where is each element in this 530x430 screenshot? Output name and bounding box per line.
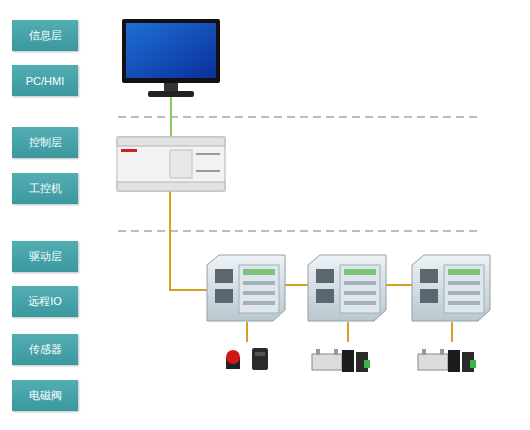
- module-body: [308, 255, 386, 321]
- valve-led: [470, 360, 476, 368]
- bus-wire: [386, 284, 412, 286]
- valve-port: [440, 349, 444, 355]
- plc-terminal: [117, 182, 225, 191]
- valve-coil: [448, 350, 460, 372]
- push-button-icon: [226, 350, 240, 369]
- io-wire: [451, 322, 453, 342]
- io-module: [207, 255, 285, 321]
- io-module: [308, 255, 386, 321]
- bus-wire: [284, 284, 308, 286]
- plc-icon: [117, 137, 225, 191]
- module-port: [420, 289, 438, 303]
- layer-label-box: PC/HMI: [12, 65, 78, 96]
- monitor-neck: [164, 83, 178, 91]
- module-terminals: [444, 265, 484, 313]
- plc-label: [196, 153, 220, 155]
- module-row: [448, 291, 480, 295]
- plc-label: [196, 170, 220, 172]
- valve-body: [312, 354, 342, 370]
- module-body: [207, 255, 285, 321]
- module-row: [243, 281, 275, 285]
- solenoid-valve-icon: [312, 349, 370, 372]
- module-led: [344, 269, 376, 275]
- valve-coil: [342, 350, 354, 372]
- valve-port: [334, 349, 338, 355]
- layer-label-box: 信息层: [12, 20, 78, 51]
- module-body: [412, 255, 490, 321]
- layer-label: 工控机: [29, 181, 62, 196]
- sensor-face: [255, 352, 265, 356]
- module-row: [344, 281, 376, 285]
- valve-port: [422, 349, 426, 355]
- bus-wire: [170, 191, 210, 290]
- layer-label: 控制层: [29, 135, 62, 150]
- valve-led: [364, 360, 370, 368]
- module-row: [344, 301, 376, 305]
- plc-terminal: [117, 137, 225, 146]
- module-port: [215, 289, 233, 303]
- layer-label: 传感器: [29, 342, 62, 357]
- module-led: [448, 269, 480, 275]
- module-row: [448, 281, 480, 285]
- module-row: [344, 291, 376, 295]
- layer-separator: [118, 230, 478, 232]
- layer-label-box: 控制层: [12, 127, 78, 158]
- monitor-frame: [122, 19, 220, 83]
- ethernet-wire: [170, 97, 172, 137]
- io-wire: [246, 322, 248, 342]
- module-port: [316, 289, 334, 303]
- monitor-screen: [126, 23, 216, 78]
- button-cap: [226, 350, 240, 364]
- layer-label: 信息层: [29, 28, 62, 43]
- solenoid-valve-icon: [418, 349, 476, 372]
- layer-label-box: 电磁阀: [12, 380, 78, 411]
- valve-port: [316, 349, 320, 355]
- plc-panel: [170, 150, 192, 178]
- plc-body: [117, 137, 225, 191]
- sensor-icon: [252, 348, 268, 370]
- monitor-icon: [122, 19, 220, 97]
- module-row: [448, 301, 480, 305]
- monitor-base: [148, 91, 194, 97]
- layer-label: 远程IO: [28, 294, 62, 309]
- plc-logo: [121, 149, 137, 152]
- module-port: [420, 269, 438, 283]
- layer-label-box: 工控机: [12, 173, 78, 204]
- layer-label: PC/HMI: [26, 75, 65, 87]
- module-led: [243, 269, 275, 275]
- module-row: [243, 301, 275, 305]
- valve-body: [418, 354, 448, 370]
- module-terminals: [340, 265, 380, 313]
- io-wire: [347, 322, 349, 342]
- layer-label-box: 驱动层: [12, 241, 78, 272]
- io-module: [412, 255, 490, 321]
- layer-label-box: 远程IO: [12, 286, 78, 317]
- layer-label: 电磁阀: [29, 388, 62, 403]
- module-port: [316, 269, 334, 283]
- module-row: [243, 291, 275, 295]
- module-terminals: [239, 265, 279, 313]
- layer-label-box: 传感器: [12, 334, 78, 365]
- module-port: [215, 269, 233, 283]
- sensor-body: [252, 348, 268, 370]
- layer-label: 驱动层: [29, 249, 62, 264]
